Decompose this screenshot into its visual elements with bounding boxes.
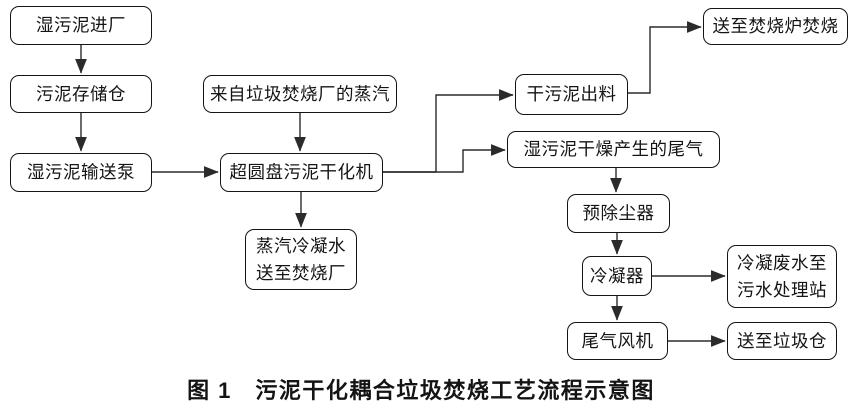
node-steam-condensate: 蒸汽冷凝水 送至焚烧厂 [245,229,357,290]
node-condenser: 冷凝器 [582,256,652,296]
node-pre-dust-remover: 预除尘器 [567,194,670,233]
node-wet-sludge-entry: 湿污泥进厂 [10,6,152,45]
edge-discharge-incinerator [628,21,702,94]
node-condensate-wastewater: 冷凝废水至 污水处理站 [727,245,837,308]
figure-caption: 图 1 污泥干化耦合垃圾焚烧工艺流程示意图 [187,378,655,403]
node-drying-tail-gas: 湿污泥干燥产生的尾气 [507,131,720,168]
node-send-to-incinerator: 送至焚烧炉焚烧 [703,8,848,45]
node-steam-from-waste-plant: 来自垃圾焚烧厂的蒸汽 [203,75,397,113]
node-dry-sludge-discharge: 干污泥出料 [515,74,628,115]
edge-dryer-tailgas [383,144,506,173]
edge-dryer-discharge [383,89,514,173]
node-wet-sludge-pump: 湿污泥输送泵 [10,153,152,192]
node-disc-dryer: 超圆盘污泥干化机 [220,153,383,192]
node-sludge-storage: 污泥存储仓 [10,75,152,113]
node-send-to-waste-bunker: 送至垃圾仓 [727,322,837,360]
node-tail-gas-fan: 尾气风机 [567,322,668,360]
